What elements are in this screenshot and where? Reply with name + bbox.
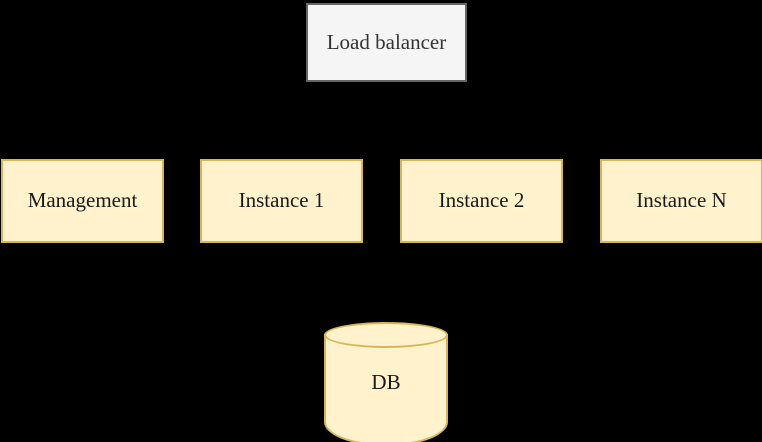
node-db-label: DB [371, 370, 401, 394]
node-load-balancer-label: Load balancer [326, 29, 447, 54]
edge-management-to-db-h [82, 289, 386, 291]
edge-instance-n-to-db-h [385, 289, 661, 291]
edge-instance-1-to-db-v [281, 243, 283, 289]
edge-lb-to-management [385, 82, 387, 109]
node-instance-1-label: Instance 1 [238, 188, 325, 213]
edge-instance-n-to-db-v [660, 243, 662, 289]
node-instance-n-label: Instance N [636, 188, 727, 213]
edge-management-to-db-v [82, 243, 84, 289]
node-instance-n[interactable]: Instance N [600, 159, 762, 243]
edge-lb-to-instance-1-v [281, 109, 283, 153]
edge-lb-to-instance-2-v [480, 109, 482, 153]
edge-lb-to-instance-1-h [281, 109, 387, 111]
node-instance-2-label: Instance 2 [438, 188, 525, 213]
node-load-balancer[interactable]: Load balancer [306, 3, 467, 82]
edge-instance-1-to-db-h [281, 289, 387, 291]
edge-lb-to-instance-n-v [660, 109, 662, 153]
node-management-label: Management [27, 188, 138, 213]
edge-instance-2-to-db-v [480, 243, 482, 289]
edge-management-to-db-down [385, 289, 387, 323]
node-instance-2[interactable]: Instance 2 [400, 159, 563, 243]
db-cylinder-top [324, 322, 448, 348]
node-instance-1[interactable]: Instance 1 [200, 159, 363, 243]
arrowhead-management-top [78, 152, 88, 159]
arrowhead-db-top-instance-1 [380, 317, 390, 324]
arrowhead-instance-n-top [666, 148, 680, 159]
arrowhead-instance-2-top [476, 152, 486, 159]
arrowhead-instance-1-top [277, 152, 287, 159]
db-cylinder-body [324, 334, 448, 442]
edge-lb-to-management-h [82, 109, 387, 111]
edge-lb-to-instance-n-h [385, 109, 635, 111]
node-db[interactable]: DB [324, 322, 448, 442]
node-management[interactable]: Management [1, 159, 164, 243]
edge-lb-to-management-v [82, 109, 84, 153]
